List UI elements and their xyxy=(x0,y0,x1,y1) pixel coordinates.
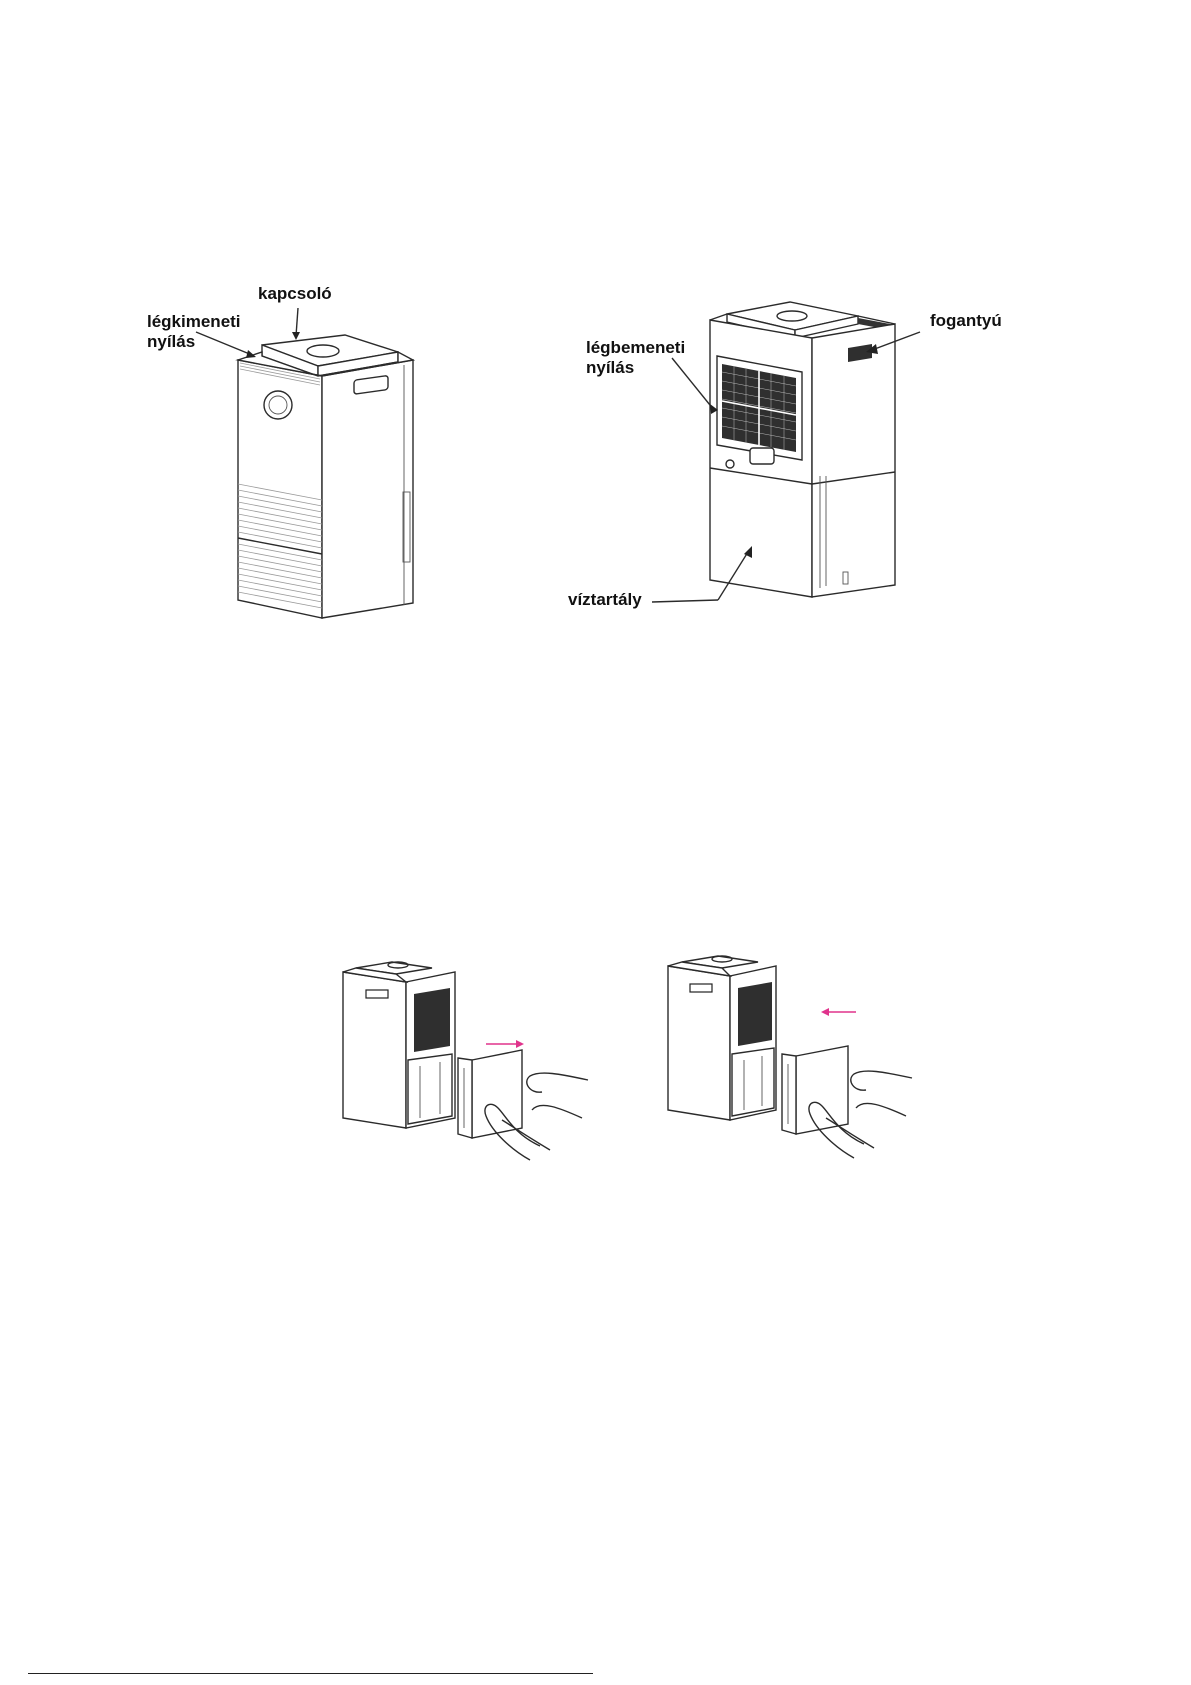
footer-rule xyxy=(28,1673,593,1674)
